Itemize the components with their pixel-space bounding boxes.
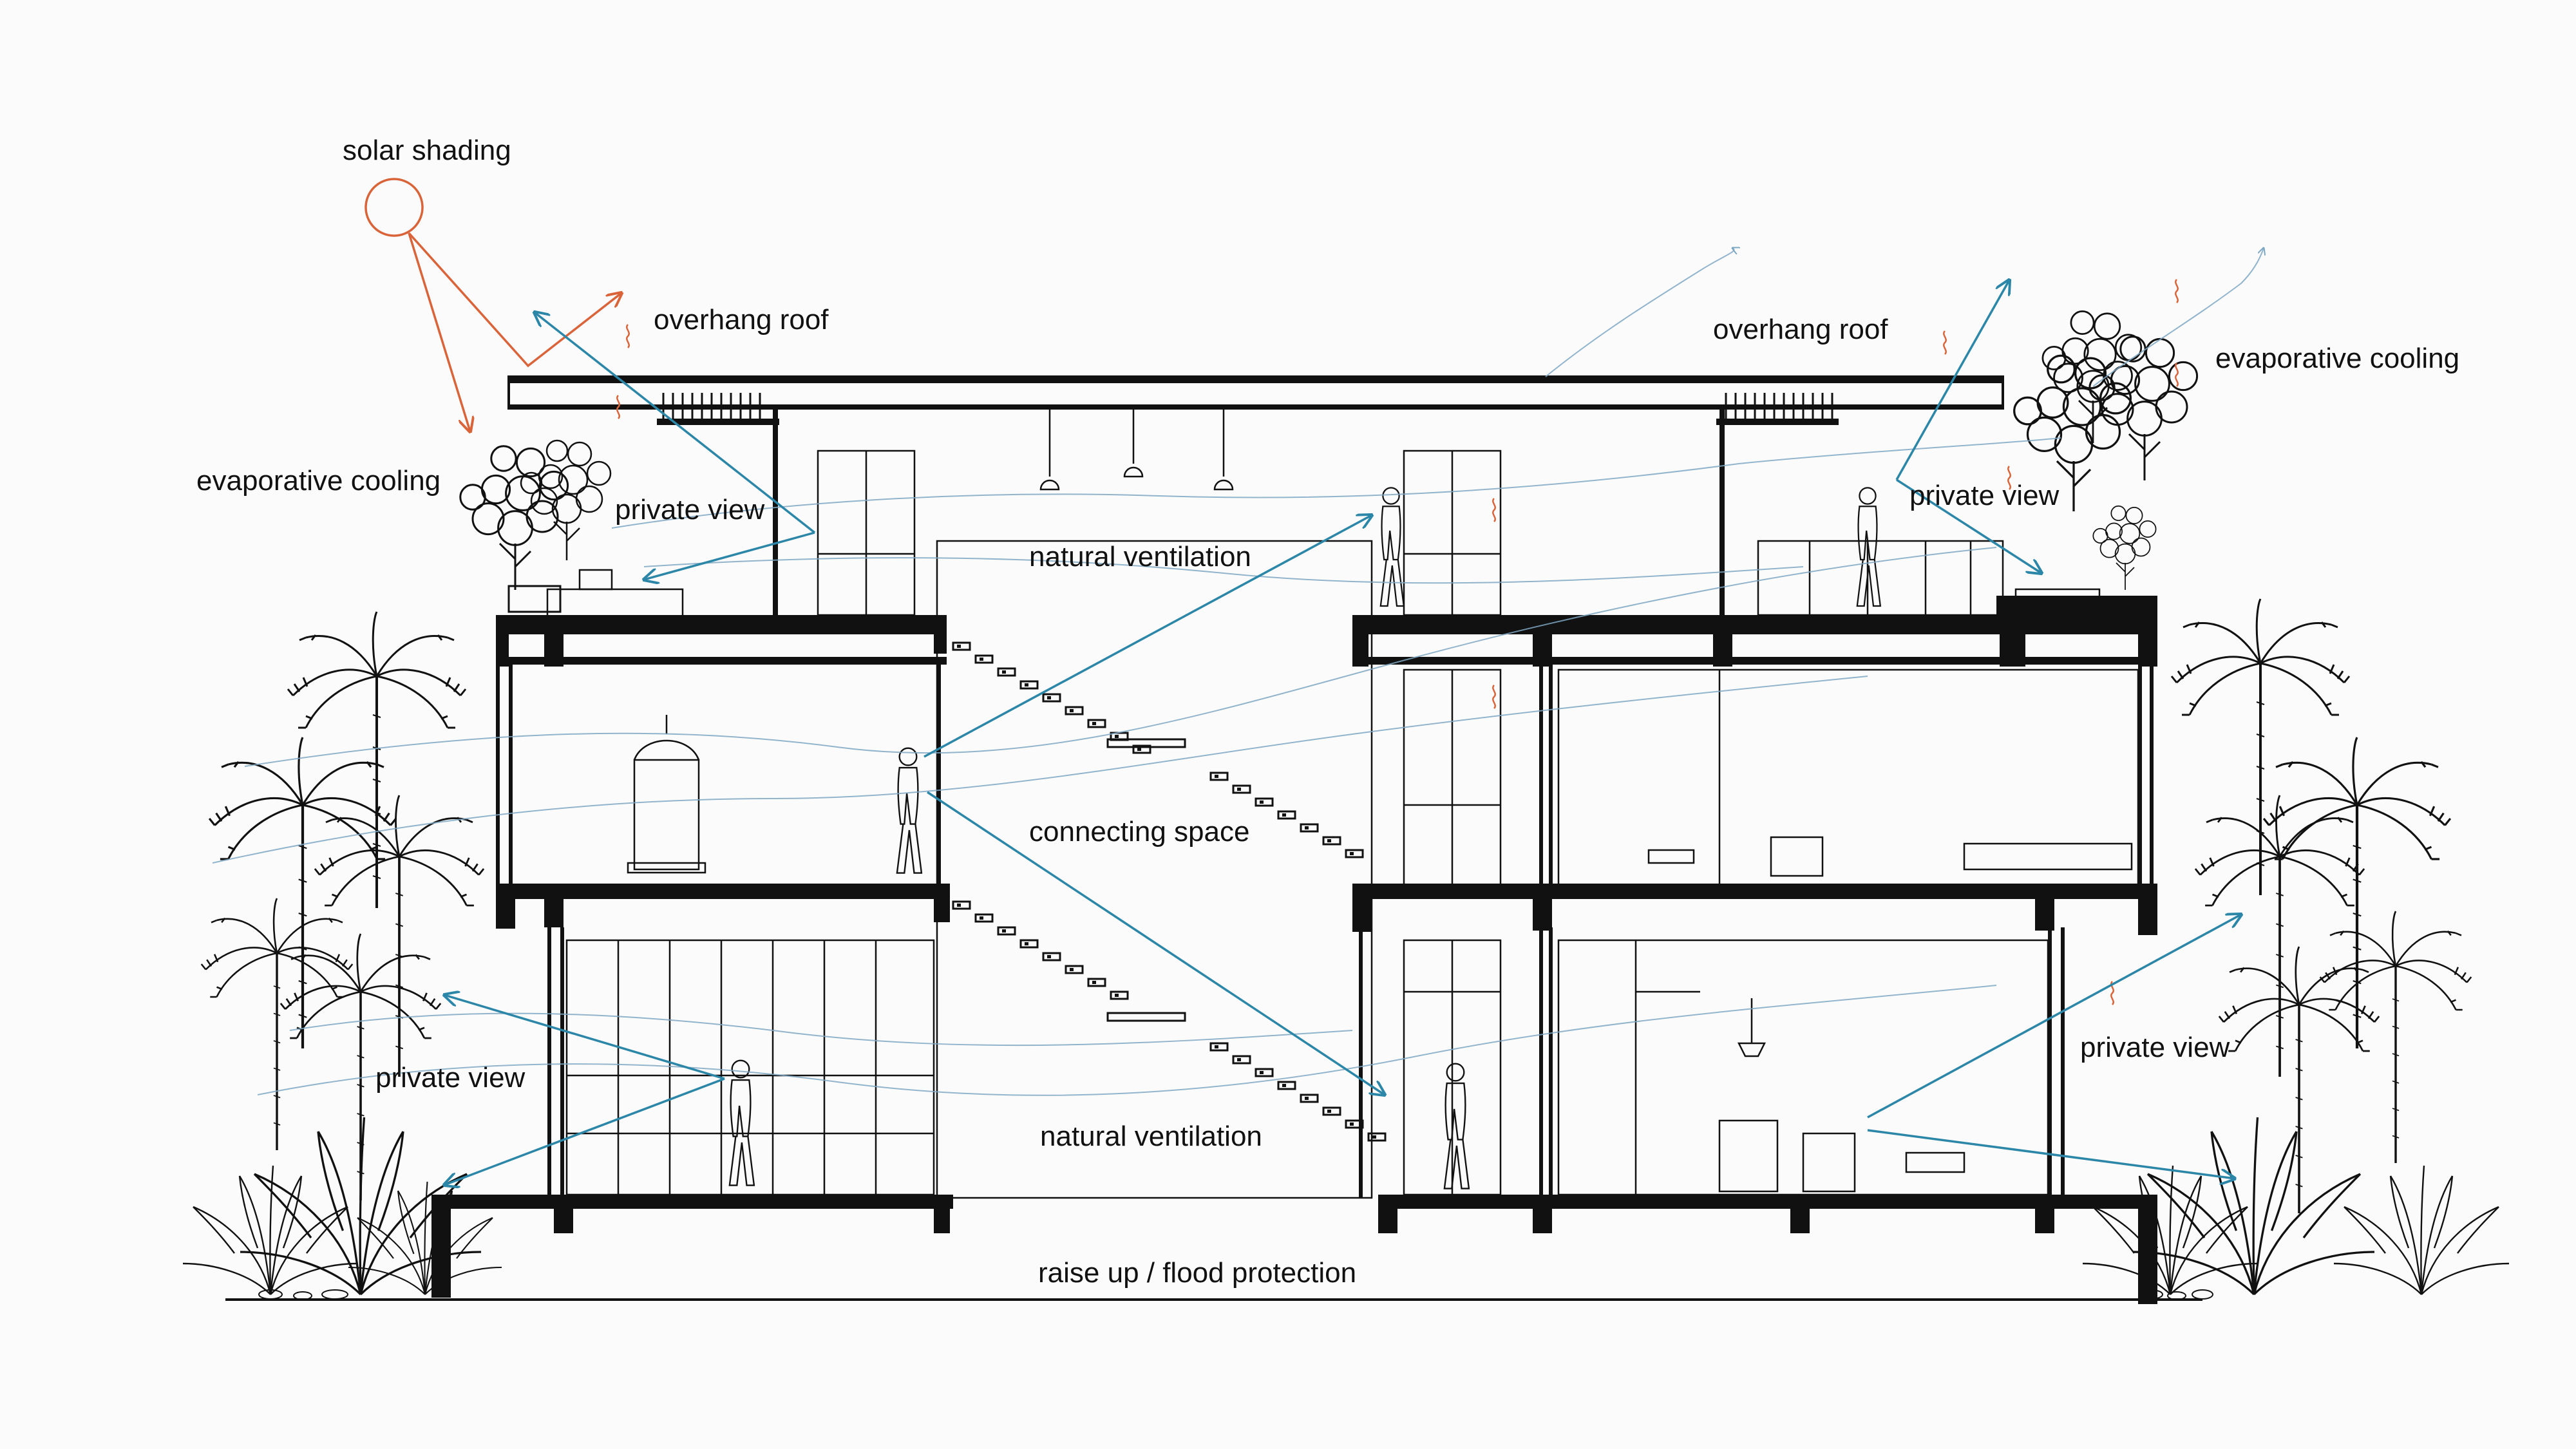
left-roof-tree: [459, 439, 612, 613]
label-solar-shading: solar shading: [343, 135, 511, 166]
staircase: [952, 641, 1387, 1142]
ground-stones: [258, 1289, 2213, 1300]
building-structure: [431, 375, 2157, 1304]
right-roof-tree: [2013, 310, 2199, 591]
heat-squiggles: [616, 279, 2179, 1005]
left-palm-trees: [200, 611, 486, 1202]
airflow-lines: [212, 248, 2264, 1096]
label-natural-ventilation-top: natural ventilation: [1029, 541, 1251, 573]
label-private-view-ground-right: private view: [2080, 1032, 2230, 1063]
label-natural-ventilation-bottom: natural ventilation: [1040, 1121, 1262, 1152]
label-private-view-roof-left: private view: [615, 494, 765, 526]
view-and-ventilation-arrows: [444, 280, 2241, 1185]
sun-icon: [365, 178, 621, 431]
label-connecting-space: connecting space: [1029, 816, 1250, 848]
label-raise-up-flood-protection: raise up / flood protection: [1038, 1257, 1357, 1289]
label-evaporative-cooling-right: evaporative cooling: [2215, 343, 2460, 374]
label-overhang-roof-right: overhang roof: [1713, 314, 1888, 345]
label-private-view-ground-left: private view: [375, 1062, 526, 1094]
label-overhang-roof-left: overhang roof: [654, 304, 829, 336]
people-figures: [728, 487, 1881, 1189]
label-private-view-roof-right: private view: [1909, 480, 2060, 511]
label-evaporative-cooling-left: evaporative cooling: [196, 465, 441, 497]
building-thin-lines: [546, 450, 2139, 1199]
right-palm-trees: [2170, 598, 2473, 1215]
